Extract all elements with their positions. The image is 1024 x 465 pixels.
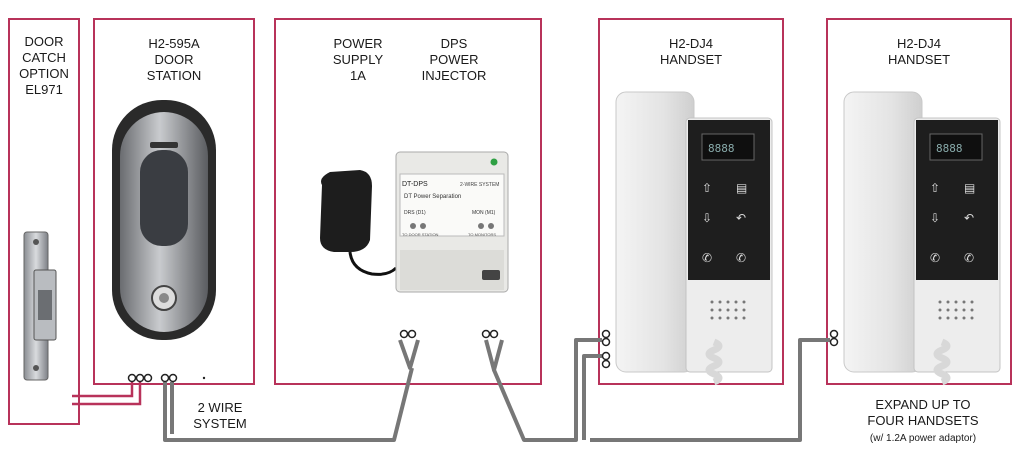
- handset-1-label: H2-DJ4 HANDSET: [659, 36, 723, 67]
- svg-text:8888: 8888: [936, 142, 963, 155]
- power-supply-label: POWER SUPPLY 1A: [332, 36, 384, 83]
- svg-text:✆: ✆: [930, 251, 940, 265]
- svg-text:✆: ✆: [964, 251, 974, 265]
- door-catch-label: DOOR CATCH OPTION EL971: [19, 34, 69, 97]
- two-wire-cabling: [163, 338, 830, 442]
- terminal-blocks: [127, 329, 839, 383]
- svg-text:↶: ↶: [736, 211, 746, 225]
- svg-text:▤: ▤: [964, 181, 975, 195]
- door-catch-device: [23, 231, 57, 381]
- svg-text:✆: ✆: [736, 251, 746, 265]
- injector-brand: DT-DPS: [402, 181, 428, 188]
- power-injector-label: DPS POWER INJECTOR: [421, 36, 487, 83]
- handset-1-panel: [598, 18, 784, 385]
- svg-text:⇩: ⇩: [702, 211, 712, 225]
- two-wire-label: 2 WIRE SYSTEM: [193, 400, 247, 431]
- handset-2-device: 8888 ⇧ ▤ ⇩ ↶ ✆ ✆: [843, 91, 1001, 386]
- injector-spec: 2-WIRE SYSTEM: [460, 182, 499, 188]
- door-catch-panel: [8, 18, 80, 425]
- injector-subtitle: DT Power Separation: [404, 194, 461, 200]
- expand-label: EXPAND UP TO FOUR HANDSETS: [867, 397, 979, 428]
- expand-note: (w/ 1.2A power adaptor): [869, 433, 977, 444]
- door-catch-wiring: [72, 382, 142, 406]
- injector-port-right-sub: TO MONITORS: [468, 232, 496, 237]
- injector-port-left: DRS (D1): [404, 210, 426, 216]
- svg-text:▤: ▤: [736, 181, 747, 195]
- svg-text:⇧: ⇧: [702, 181, 712, 195]
- handset-1-device: 8888 ⇧ ▤ ⇩ ↶ ✆ ✆: [615, 91, 773, 386]
- injector-port-right: MON (M1): [472, 210, 496, 216]
- door-station-terminals: [127, 373, 206, 383]
- injector-port-left-sub: TO DOOR STATION: [402, 232, 439, 237]
- door-station-label: H2-595A DOOR STATION: [146, 36, 202, 83]
- handset-2-panel: [826, 18, 1012, 385]
- svg-text:↶: ↶: [964, 211, 974, 225]
- door-station-device: [112, 100, 216, 340]
- svg-text:⇩: ⇩: [930, 211, 940, 225]
- power-supply-device: [320, 170, 398, 276]
- svg-text:⇧: ⇧: [930, 181, 940, 195]
- svg-text:8888: 8888: [708, 142, 735, 155]
- svg-text:✆: ✆: [702, 251, 712, 265]
- dps-injector-device: [395, 151, 509, 293]
- handset-2-label: H2-DJ4 HANDSET: [887, 36, 951, 67]
